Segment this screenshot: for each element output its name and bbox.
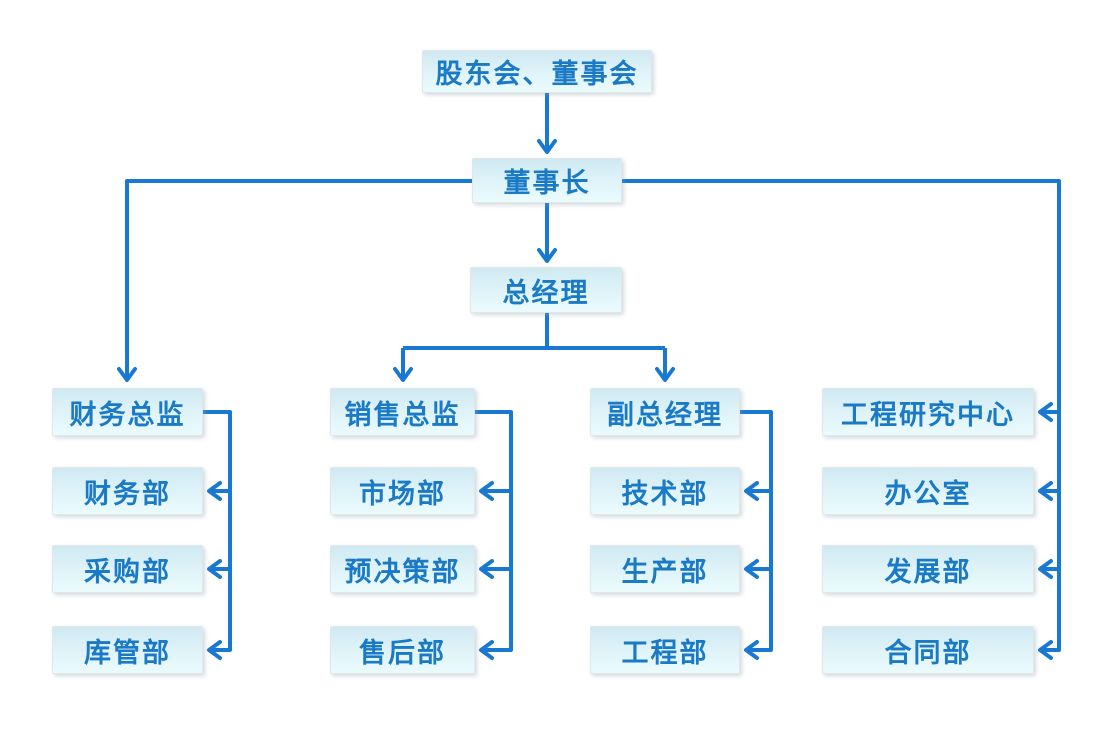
node-office: 办公室 [822,467,1034,515]
node-budget-decision-dept: 预决策部 [330,545,475,593]
edge-col3-rail [740,410,773,660]
node-contract-dept: 合同部 [822,626,1034,674]
node-sales-director: 销售总监 [330,388,475,436]
edge-chairman-finance [117,179,472,382]
node-finance-director: 财务总监 [52,388,203,436]
node-deputy-general-manager: 副总经理 [590,388,740,436]
node-warehouse-dept: 库管部 [52,626,203,674]
node-technology-dept: 技术部 [590,467,740,515]
node-board: 股东会、董事会 [422,50,652,93]
node-finance-dept: 财务部 [52,467,203,515]
node-engineering-dept: 工程部 [590,626,740,674]
edge-col1-rail [203,410,232,660]
node-general-manager: 总经理 [470,267,622,313]
node-production-dept: 生产部 [590,545,740,593]
node-development-dept: 发展部 [822,545,1034,593]
edge-col2-rail [475,410,513,660]
node-engineering-research-center: 工程研究中心 [822,388,1034,436]
node-marketing-dept: 市场部 [330,467,475,515]
node-purchasing-dept: 采购部 [52,545,203,593]
node-after-sales-dept: 售后部 [330,626,475,674]
node-chairman: 董事长 [472,158,622,203]
